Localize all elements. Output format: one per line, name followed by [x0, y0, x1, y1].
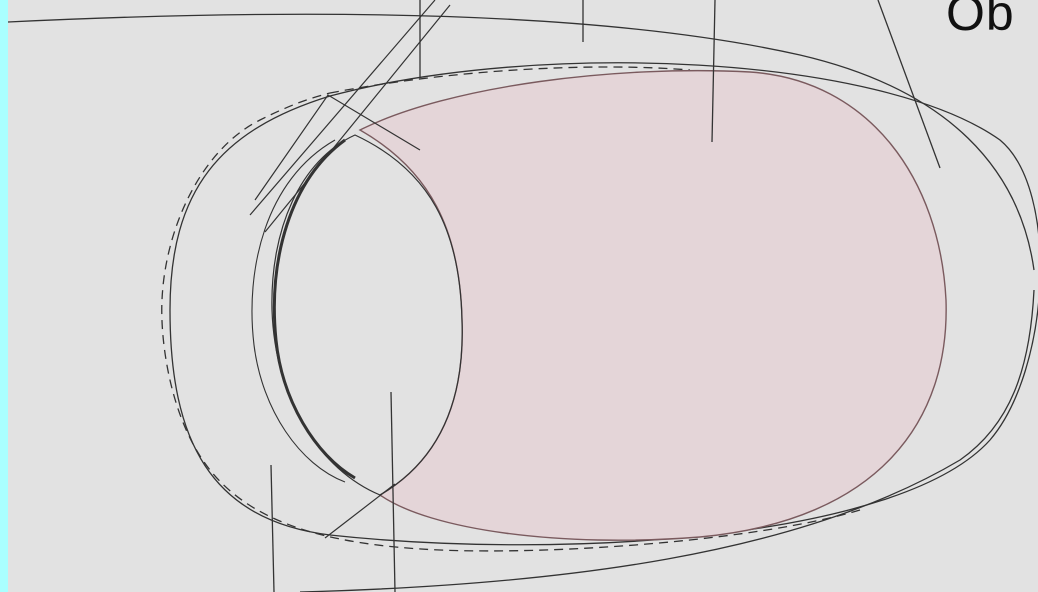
leader-bottom-diagonal — [325, 484, 395, 538]
leader-bottom-left — [271, 465, 274, 592]
shaded-region — [360, 71, 946, 541]
corner-label: Ob — [946, 0, 1015, 38]
thick-left-arc — [274, 140, 355, 478]
leader-diagonal-1 — [250, 0, 435, 215]
